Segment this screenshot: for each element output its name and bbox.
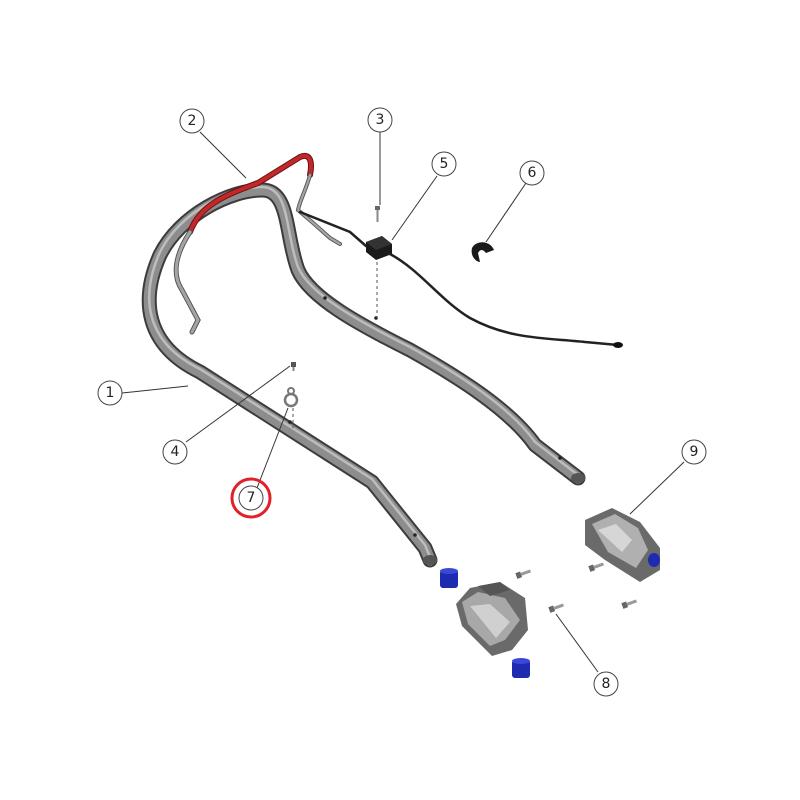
- tube-end-left: [423, 555, 437, 565]
- hitch-pin: [283, 387, 299, 428]
- callout-1: 1: [97, 380, 123, 406]
- callout-2: 2: [179, 108, 205, 134]
- callout-8: 8: [593, 671, 619, 697]
- callout-3: 3: [367, 107, 393, 133]
- callout-8-label: 8: [602, 676, 611, 692]
- callout-5: 5: [431, 151, 457, 177]
- hinge-bracket-left: [456, 582, 528, 656]
- handle-tube: [141, 182, 586, 568]
- callout-5-label: 5: [440, 156, 449, 172]
- screw-part-4: [291, 362, 296, 371]
- tube-hole: [288, 420, 292, 424]
- leader-lines: [121, 131, 685, 673]
- control-cable: [298, 210, 620, 347]
- cable-clip: [471, 242, 494, 262]
- callout-4: 4: [162, 439, 188, 465]
- cable-end: [613, 342, 623, 348]
- callout-1-label: 1: [106, 385, 115, 401]
- callout-6-label: 6: [528, 165, 537, 181]
- callout-4-label: 4: [171, 444, 180, 460]
- tube-hole: [323, 296, 327, 300]
- callout-7-label: 7: [247, 490, 256, 506]
- bushing-lower: [512, 658, 530, 678]
- callout-6: 6: [519, 160, 545, 186]
- callout-7: 7: [230, 477, 272, 519]
- callout-3-label: 3: [376, 112, 385, 128]
- control-box: [366, 236, 392, 318]
- hinge-bracket-right: [585, 508, 660, 582]
- tube-hole: [558, 456, 562, 460]
- callout-2-label: 2: [188, 113, 197, 129]
- bail-bar: [173, 152, 342, 335]
- callout-9: 9: [681, 439, 707, 465]
- screws-part-8: [515, 562, 637, 613]
- bushing-upper: [440, 568, 458, 588]
- callout-7-highlight-ring: [230, 477, 272, 519]
- screw-part-3: [375, 206, 380, 222]
- callout-9-label: 9: [690, 444, 699, 460]
- tube-hole: [413, 533, 417, 537]
- tube-end-right: [571, 473, 585, 483]
